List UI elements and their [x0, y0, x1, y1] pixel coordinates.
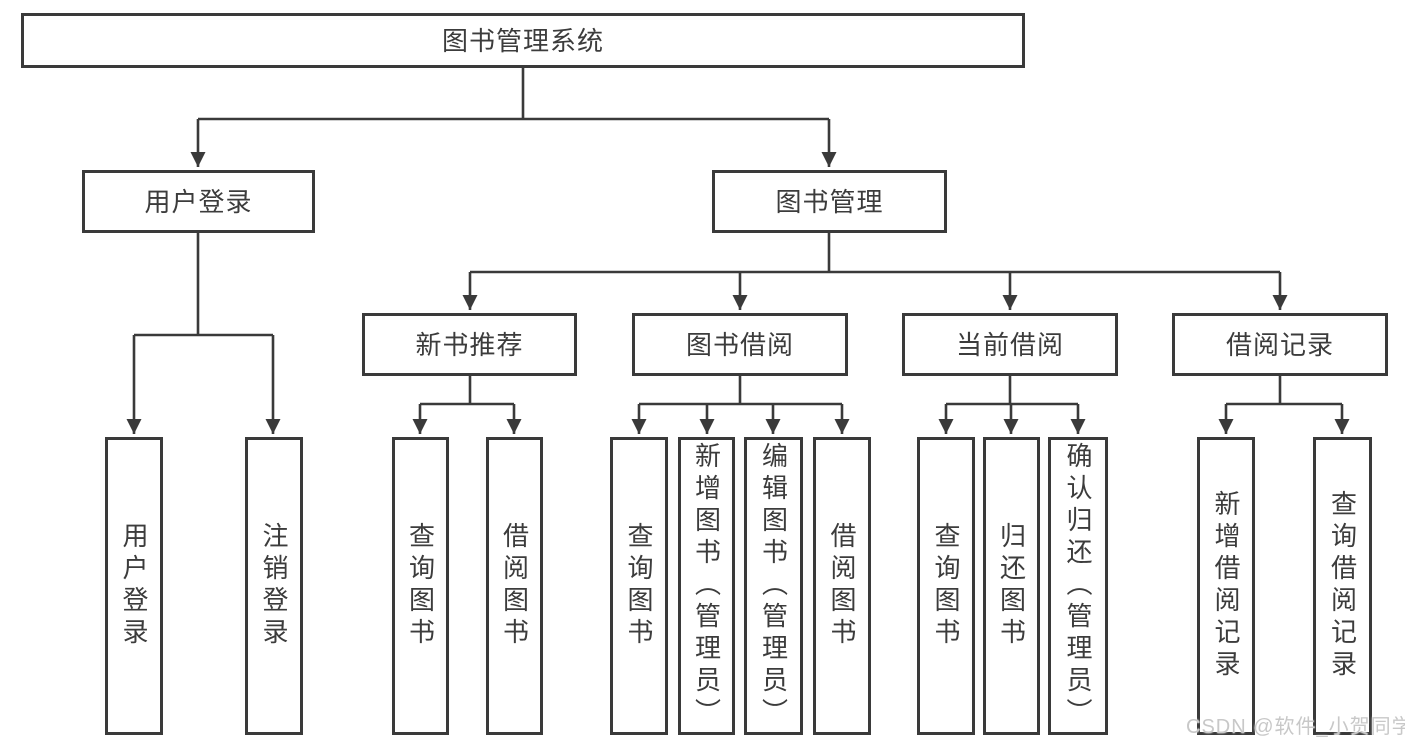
leaf-newbook-borrow-books: 借阅图书	[486, 437, 543, 735]
leaf-records-query-record: 查询借阅记录	[1313, 437, 1372, 735]
leaf-newbook-query-books: 查询图书	[392, 437, 449, 735]
node-root: 图书管理系统	[21, 13, 1025, 68]
node-user-login: 用户登录	[82, 170, 315, 233]
leaf-user-login: 用户登录	[105, 437, 163, 735]
leaf-current-return-books: 归还图书	[983, 437, 1040, 735]
leaf-borrowing-borrow-books: 借阅图书	[813, 437, 871, 735]
node-current-borrowing: 当前借阅	[902, 313, 1118, 376]
node-book-borrowing: 图书借阅	[632, 313, 848, 376]
leaf-borrowing-add-books-admin: 新增图书（管理员）	[678, 437, 735, 735]
leaf-records-add-record: 新增借阅记录	[1197, 437, 1255, 735]
leaf-current-confirm-return-admin: 确认归还（管理员）	[1048, 437, 1108, 735]
node-new-book-recommend: 新书推荐	[362, 313, 577, 376]
leaf-borrowing-query-books: 查询图书	[610, 437, 668, 735]
node-book-management: 图书管理	[712, 170, 947, 233]
watermark-text: CSDN @软件_小贺同学	[1186, 716, 1405, 738]
node-borrow-records: 借阅记录	[1172, 313, 1388, 376]
leaf-logout: 注销登录	[245, 437, 303, 735]
leaf-borrowing-edit-books-admin: 编辑图书（管理员）	[744, 437, 803, 735]
leaf-current-query-books: 查询图书	[917, 437, 975, 735]
